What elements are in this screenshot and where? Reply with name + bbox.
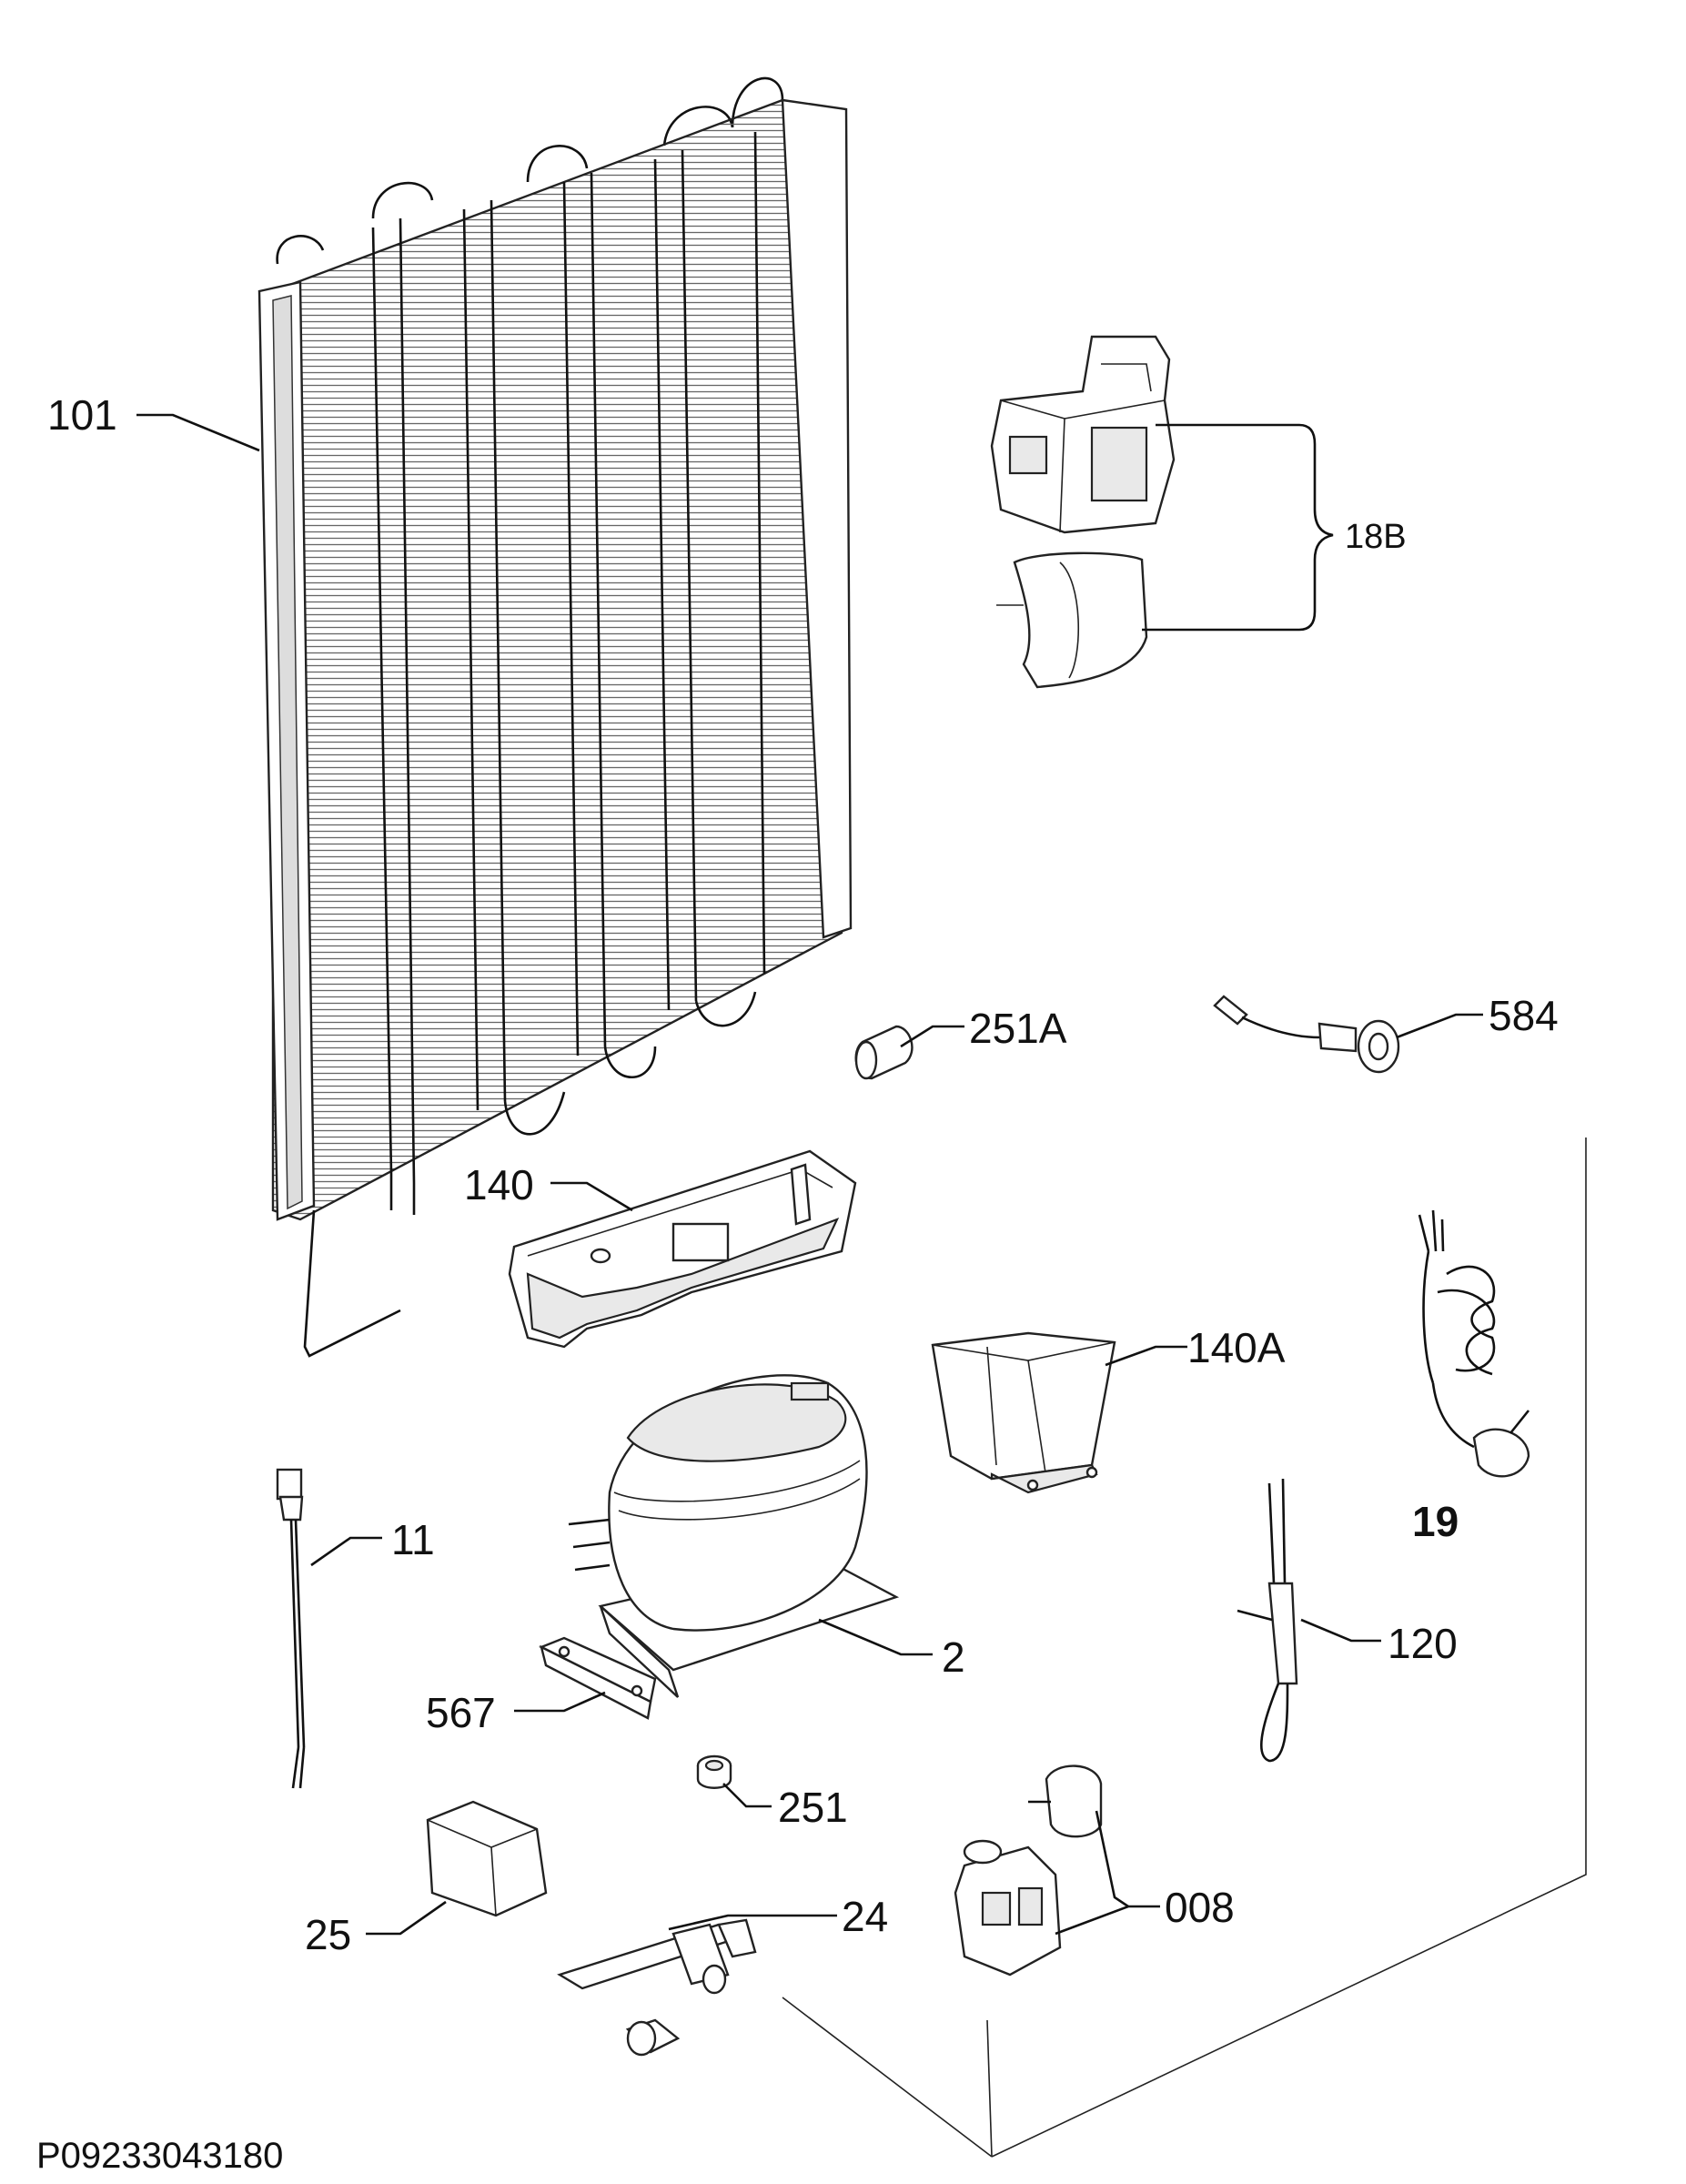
- leader-251: [722, 1783, 772, 1808]
- part-label-584: 584: [1489, 992, 1559, 1039]
- cabinet-floor-line: [782, 1997, 993, 2158]
- cable-sensor-drawing: [1213, 995, 1400, 1074]
- relay-lead-drawing: [276, 1468, 306, 1789]
- heater-drawing: [1418, 1209, 1530, 1478]
- part-label-567: 567: [426, 1689, 496, 1736]
- leader-25: [366, 1900, 447, 1936]
- leader-120: [1300, 1618, 1381, 1643]
- drip-tray-drawing: [508, 1149, 857, 1349]
- leader-008-bottom: [1055, 1905, 1160, 1936]
- part-label-11: 11: [391, 1516, 435, 1563]
- part-label-251a: 251A: [969, 1005, 1067, 1052]
- condenser-drawing: [257, 76, 853, 1358]
- part-label-2: 2: [942, 1633, 965, 1681]
- capacitor-drawing: [426, 1800, 548, 1917]
- part-label-140a: 140A: [1187, 1324, 1286, 1371]
- damper-251a-drawing: [854, 1025, 914, 1080]
- grommet-drawing: [696, 1754, 732, 1789]
- leader-584: [1396, 1013, 1483, 1039]
- part-label-101: 101: [47, 391, 117, 439]
- leader-008-top: [1095, 1810, 1129, 1908]
- leader-251a: [900, 1025, 964, 1048]
- leader-2: [818, 1618, 933, 1656]
- leader-24: [668, 1914, 837, 1931]
- drawing-code: P09233043180: [36, 2136, 283, 2176]
- bracket-18b: [1142, 423, 1334, 632]
- leader-567: [514, 1691, 606, 1713]
- part-label-008: 008: [1165, 1884, 1235, 1931]
- cabinet-outline: [991, 1138, 1587, 2158]
- thermostat-assembly-drawing: [990, 335, 1176, 689]
- leader-140: [550, 1181, 633, 1212]
- part-label-19: 19: [1412, 1498, 1459, 1545]
- leader-11: [310, 1536, 382, 1567]
- part-label-140: 140: [464, 1161, 534, 1208]
- leader-101: [136, 413, 260, 452]
- clip-drawing: [557, 1918, 757, 2057]
- part-label-24: 24: [842, 1893, 888, 1940]
- drier-filter-drawing: [1237, 1478, 1298, 1763]
- cabinet-corner-line: [986, 2019, 993, 2158]
- leader-140a: [1105, 1345, 1187, 1367]
- part-label-25: 25: [305, 1911, 351, 1958]
- starter-relay-drawing: [954, 1764, 1103, 1977]
- tray-cup-drawing: [931, 1331, 1116, 1494]
- part-label-251: 251: [778, 1784, 848, 1831]
- compressor-drawing: [568, 1374, 900, 1698]
- mounting-plate-drawing: [539, 1636, 657, 1720]
- part-label-18b: 18B: [1345, 518, 1407, 556]
- part-label-120: 120: [1388, 1620, 1458, 1667]
